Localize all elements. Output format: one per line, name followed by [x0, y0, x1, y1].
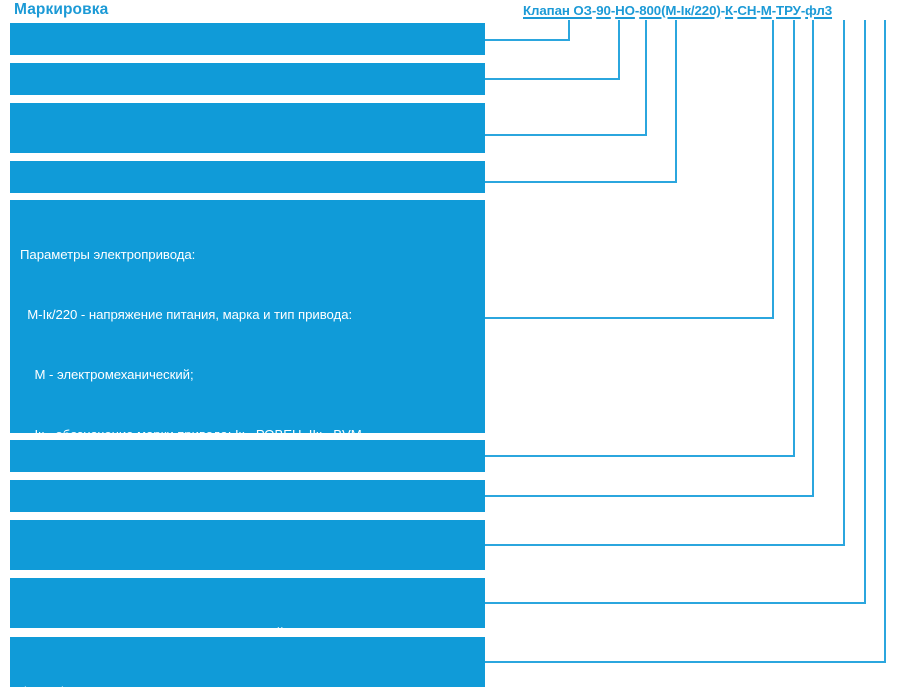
- leader-line-drive-heating: [485, 544, 845, 546]
- box-line: фл3 - фланцевое соединение с воздуховодо…: [20, 684, 301, 695]
- leader-line-fire-resistance-vert: [618, 20, 620, 80]
- code-segment-diameter-drive: 800(М-Iк/220): [639, 3, 721, 18]
- code-segment-drive-heating: М: [760, 3, 772, 18]
- info-box-valve-type: Тип клапана: К - канальный: [10, 440, 485, 502]
- box-line: М-Iк/220 - напряжение питания, марка и т…: [20, 307, 353, 322]
- info-box-drive-parameters: Параметры электропривода: М-Iк/220 - нап…: [10, 200, 485, 682]
- info-box-thermal-device: ТРУ - наличие терморазмыкающего устройст…: [10, 578, 485, 695]
- info-box-fire-resistance: Предел огнестойкости EI, минут: 60; 90; …: [10, 63, 485, 125]
- leader-line-flange-connection-vert: [884, 20, 886, 663]
- info-box-drive-placement: Размещение привода: СН - снаружи клапана: [10, 480, 485, 542]
- leader-line-drive-placement: [485, 495, 814, 497]
- box-line: Iк - обозначение марки привода: Iк - РОВ…: [20, 427, 366, 442]
- page-title: Маркировка: [14, 1, 109, 18]
- box-line: Параметры электропривода:: [20, 247, 196, 262]
- info-box-flange-connection: фл3 - фланцевое соединение с воздуховодо…: [10, 637, 485, 695]
- code-segment-valve-type: К: [725, 3, 734, 18]
- leader-line-functional-purpose: [485, 134, 647, 136]
- code-segment-thermal-device: ТРУ: [776, 3, 801, 18]
- leader-line-valve-name-vert: [568, 20, 570, 41]
- leader-line-drive-heating-vert: [843, 20, 845, 546]
- code-segment-functional-purpose: НО: [615, 3, 635, 18]
- code-segment-valve-name: Клапан ОЗ: [523, 3, 592, 18]
- info-box-drive-heating: М - подогрев привода (указывается при кл…: [10, 520, 485, 642]
- leader-line-diameter: [485, 181, 677, 183]
- box-line: М - электромеханический;: [20, 367, 194, 382]
- code-separator: -: [771, 3, 777, 18]
- code-segment-fire-resistance: 90: [596, 3, 611, 18]
- code-separator: -: [634, 3, 640, 18]
- leader-line-fire-resistance: [485, 78, 620, 80]
- leader-line-functional-purpose-vert: [645, 20, 647, 136]
- code-separator: -: [591, 3, 597, 18]
- leader-line-drive-placement-vert: [812, 20, 814, 497]
- box-line: ТРУ - наличие терморазмыкающего устройст…: [20, 625, 311, 640]
- code-separator: -: [800, 3, 806, 18]
- leader-line-drive-parameters-vert: [772, 20, 774, 319]
- leader-line-thermal-device-vert: [864, 20, 866, 604]
- code-segment-flange: фл3: [805, 3, 833, 18]
- info-box-functional-purpose: Функциональное назначение: НО - нормальн…: [10, 103, 485, 225]
- leader-line-thermal-device: [485, 602, 866, 604]
- info-box-diameter: D - диаметр проходного сечения, мм: [10, 161, 485, 223]
- leader-line-valve-type: [485, 455, 795, 457]
- code-separator: -: [720, 3, 726, 18]
- leader-line-drive-parameters: [485, 317, 774, 319]
- box-line: (указывается в случае применения, только…: [20, 685, 336, 695]
- code-separator: -: [733, 3, 738, 18]
- leader-line-diameter-vert: [675, 20, 677, 183]
- leader-line-valve-name: [485, 39, 570, 41]
- info-box-valve-name: Клапан ОЗ - наименование клапана противо…: [10, 23, 485, 85]
- designation-code: Клапан ОЗ-90-НО-800(М-Iк/220)-К-СН-М-ТРУ…: [523, 3, 895, 23]
- code-separator: -: [756, 3, 761, 18]
- leader-line-flange-connection: [485, 661, 886, 663]
- code-segment-drive-placement: СН: [737, 3, 757, 18]
- code-separator: -: [610, 3, 616, 18]
- leader-line-valve-type-vert: [793, 20, 795, 457]
